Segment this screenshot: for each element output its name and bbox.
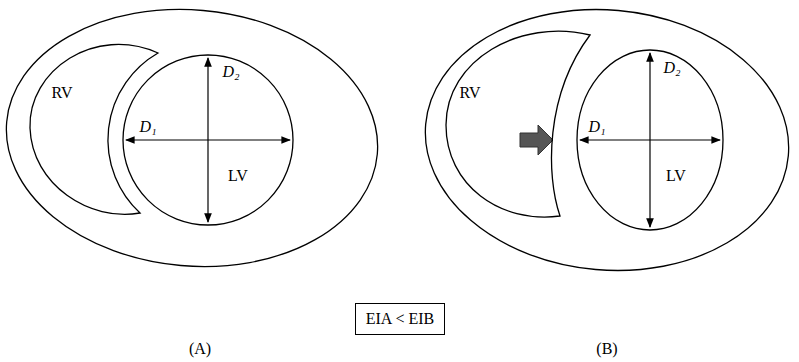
dimension-label: D₁ — [588, 118, 605, 136]
chamber-label: RV — [52, 84, 73, 102]
dimension-label: D₂ — [663, 59, 680, 77]
lv-ellipse: LV — [574, 47, 726, 233]
equation-text: EIA < EIB — [366, 310, 435, 328]
chamber-label: RV — [460, 84, 481, 102]
panel-label: (A) — [189, 340, 211, 358]
ei-box: EIA < EIB — [355, 303, 446, 335]
rv-crescent-outline — [440, 28, 596, 222]
lv-circle-outline — [120, 52, 296, 228]
dimension-label: D₁ — [139, 118, 156, 136]
chamber-label: LV — [666, 167, 686, 185]
panel-label: (B) — [596, 340, 617, 358]
dimension-arrow — [207, 58, 208, 222]
dimension-arrow — [649, 53, 650, 227]
heart-outline — [414, 0, 799, 285]
chamber-label: LV — [228, 167, 248, 185]
lv-circle: LV — [120, 52, 296, 228]
rv-crescent: RV — [440, 28, 596, 222]
dimension-label: D₂ — [222, 63, 239, 81]
lv-ellipse-outline — [574, 47, 726, 233]
heart-outline — [0, 0, 388, 282]
pressure-arrow — [520, 125, 553, 155]
